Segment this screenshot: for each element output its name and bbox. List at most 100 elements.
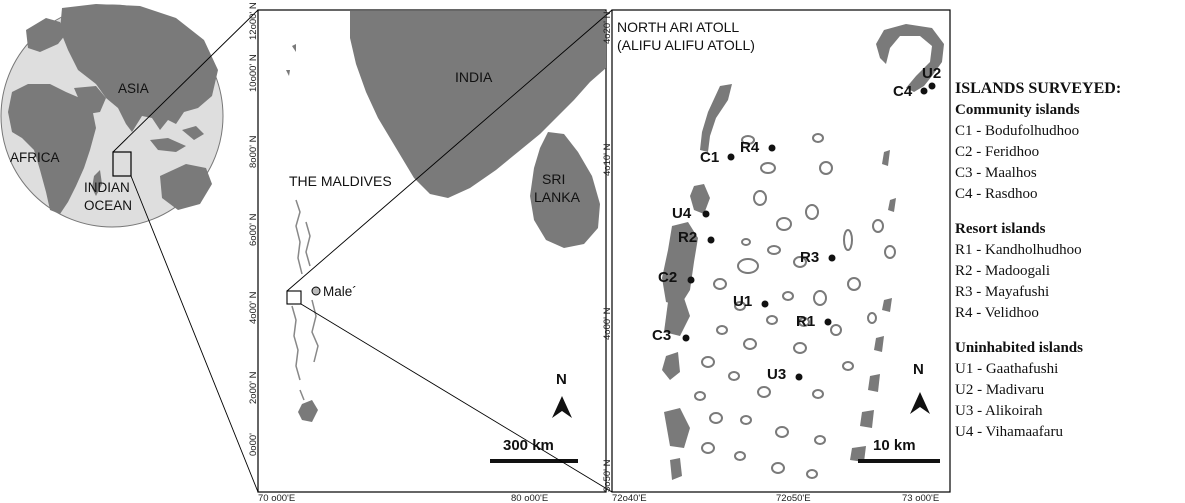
site-label: R1	[796, 313, 815, 330]
maldives-atolls	[291, 199, 319, 401]
site-label: U2	[922, 65, 941, 82]
legend-item: C1 - Bodufolhudhoo	[955, 123, 1080, 139]
legend-item: C2 - Feridhoo	[955, 144, 1040, 160]
legend-item: R3 - Mayafushi	[955, 284, 1050, 300]
site-marker	[761, 300, 769, 308]
legend-item: U4 - Vihamaafaru	[955, 424, 1063, 440]
atoll-western-reefs	[662, 84, 732, 480]
site-marker	[920, 87, 928, 95]
site-marker	[687, 276, 695, 284]
connector-line	[300, 303, 613, 493]
lon-tick: 70 o00'E	[258, 493, 295, 503]
site-label: C4	[893, 83, 913, 100]
north-arrow-icon	[552, 396, 572, 418]
site-marker	[795, 373, 803, 381]
globe-inset-box	[112, 151, 132, 177]
site-label: R4	[740, 139, 760, 156]
connector-line	[112, 9, 259, 153]
lon-tick: 72o50'E	[776, 493, 811, 503]
site-label: C1	[700, 149, 719, 166]
legend-item: U3 - Alikoirah	[955, 403, 1043, 419]
site-label: U1	[733, 293, 752, 310]
land-addu-atoll	[298, 400, 318, 422]
globe-land-australia	[160, 164, 212, 210]
site-label: C2	[658, 269, 677, 286]
globe-label-africa: AFRICA	[10, 150, 60, 165]
atoll-reef-rings	[694, 133, 896, 479]
site-marker	[824, 318, 832, 326]
atoll-title-line2: (ALIFU ALIFU ATOLL)	[617, 37, 755, 53]
site-marker	[702, 210, 710, 218]
lat-tick: 8o00' N	[248, 135, 259, 168]
lat-tick: 2o00' N	[248, 371, 259, 404]
connector-line	[286, 9, 613, 292]
islands-legend: ISLANDS SURVEYED: Community islands C1 -…	[955, 78, 1183, 443]
site-label: U3	[767, 366, 786, 383]
globe-label-indian: INDIAN	[84, 180, 130, 195]
lat-tick: 4o20' N	[602, 11, 613, 44]
lat-tick: 4o00' N	[248, 291, 259, 324]
site-label: C3	[652, 327, 671, 344]
atoll-rasdhoo-reef	[876, 24, 944, 92]
site-label: U4	[672, 205, 692, 222]
site-marker	[727, 153, 735, 161]
globe-land-indonesia	[150, 126, 204, 152]
north-label: N	[556, 371, 567, 388]
globe-land-madagascar	[92, 170, 102, 196]
site-marker	[682, 334, 690, 342]
scale-bar	[858, 459, 940, 463]
legend-item: R2 - Madoogali	[955, 263, 1050, 279]
globe-label-ocean: OCEAN	[84, 198, 132, 213]
lat-tick: 6o00' N	[248, 213, 259, 246]
legend-group-resort: Resort islands	[955, 221, 1046, 237]
scale-label: 10 km	[873, 437, 916, 454]
north-arrow-icon	[910, 392, 930, 414]
land-india	[350, 11, 606, 198]
maldives-map: Male´ INDIA SRI LANKA THE MALDIVES 0o00'…	[248, 2, 607, 503]
lat-tick: 10o00' N	[248, 54, 259, 92]
site-label: R2	[678, 229, 697, 246]
lon-tick: 72o40'E	[612, 493, 647, 503]
legend-item: R1 - Kandholhudhoo	[955, 242, 1082, 258]
site-marker	[928, 82, 936, 90]
globe-land-europe	[26, 18, 66, 52]
globe-land-arabia	[74, 86, 106, 114]
atoll-eastern-reefs	[850, 150, 896, 462]
legend-item: C4 - Rasdhoo	[955, 186, 1038, 202]
lon-tick: 80 o00'E	[511, 493, 548, 503]
globe-land-asia	[60, 4, 218, 132]
site-label: R3	[800, 249, 819, 266]
lat-tick: 0o00'	[248, 433, 259, 456]
globe-label-asia: ASIA	[118, 81, 149, 96]
legend-item: R4 - Velidhoo	[955, 305, 1039, 321]
legend-item: U2 - Madivaru	[955, 382, 1045, 398]
legend-item: C3 - Maalhos	[955, 165, 1037, 181]
scale-label: 300 km	[503, 437, 554, 454]
survey-sites: C1 R4 U2 C4 U4 R2 R3 C2 U1 R1 C3 U3	[652, 65, 941, 383]
lat-tick: 12o00' N	[248, 2, 259, 40]
site-marker	[768, 144, 776, 152]
globe-inset: ASIA AFRICA INDIAN OCEAN	[0, 4, 224, 228]
land-sri-lanka	[530, 132, 600, 248]
site-marker	[828, 254, 836, 262]
connector-line	[130, 175, 259, 493]
legend-group-uninhabited: Uninhabited islands	[955, 340, 1083, 356]
atoll-map: C1 R4 U2 C4 U4 R2 R3 C2 U1 R1 C3 U3 NORT…	[602, 9, 951, 503]
globe-land-africa	[8, 84, 96, 214]
label-the-maldives: THE MALDIVES	[289, 173, 392, 189]
legend-item: U1 - Gaathafushi	[955, 361, 1059, 377]
lat-tick: 4o10' N	[602, 143, 613, 176]
north-ari-box	[286, 290, 302, 305]
label-lanka: LANKA	[534, 189, 581, 205]
legend-title: ISLANDS SURVEYED:	[955, 80, 1122, 97]
site-marker	[707, 236, 715, 244]
north-label: N	[913, 361, 924, 378]
lon-tick: 73 o00'E	[902, 493, 939, 503]
scale-bar	[490, 459, 578, 463]
lat-tick: 3o50' N	[602, 459, 613, 492]
male-marker	[311, 286, 321, 296]
atoll-title-line1: NORTH ARI ATOLL	[617, 19, 739, 35]
lat-tick: 4o00' N	[602, 307, 613, 340]
land-lakshadweep	[286, 44, 296, 76]
